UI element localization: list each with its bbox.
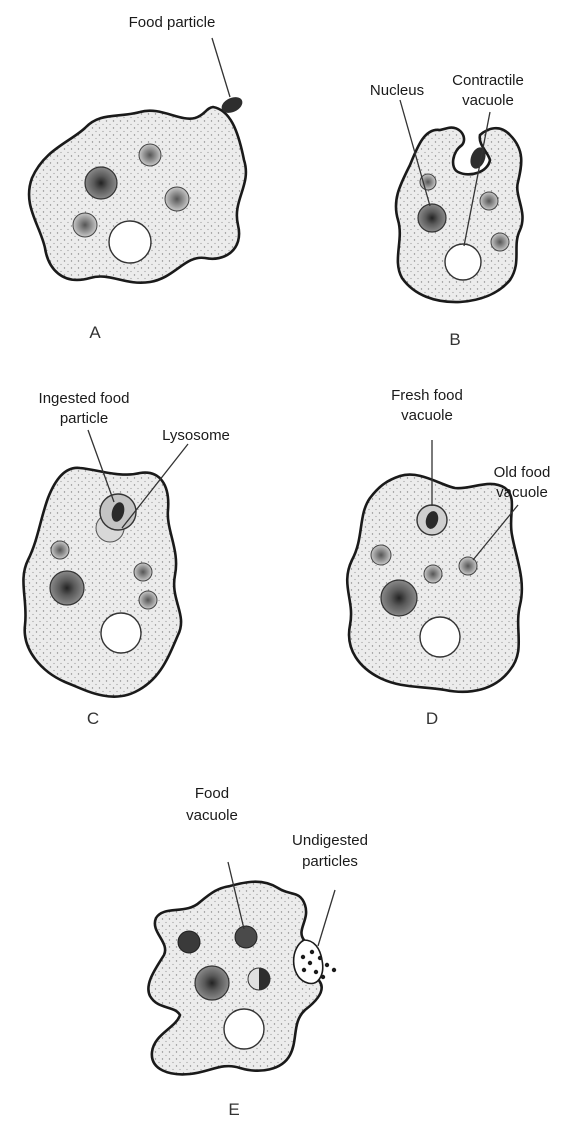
label-lysosome: Lysosome bbox=[162, 427, 230, 444]
label-contractile-line2: vacuole bbox=[462, 92, 514, 109]
nucleus-b bbox=[418, 204, 446, 232]
contractile-vacuole-e bbox=[224, 1009, 264, 1049]
food-vacuole-a1 bbox=[139, 144, 161, 166]
panel-letter-c: C bbox=[87, 709, 99, 728]
food-vacuole-c3 bbox=[139, 591, 157, 609]
label-contractile-line1: Contractile bbox=[452, 72, 524, 89]
food-vacuole-b2 bbox=[480, 192, 498, 210]
label-undigested-line2: particles bbox=[302, 853, 358, 870]
food-vacuole-d2 bbox=[424, 565, 442, 583]
label-old-line2: vacuole bbox=[496, 484, 548, 501]
undigested-particle bbox=[302, 968, 306, 972]
old-food-vacuole bbox=[459, 557, 477, 575]
food-vacuole-d1 bbox=[371, 545, 391, 565]
panel-b: Nucleus Contractile vacuole B bbox=[370, 72, 524, 349]
undigested-particle bbox=[318, 956, 322, 960]
nucleus-e bbox=[195, 966, 229, 1000]
nucleus-c bbox=[50, 571, 84, 605]
contractile-vacuole-c bbox=[101, 613, 141, 653]
nucleus-a bbox=[85, 167, 117, 199]
panel-c: Ingested food particle Lysosome C bbox=[23, 390, 229, 728]
undigested-particle bbox=[314, 970, 318, 974]
label-food-vacuole-line1: Food bbox=[195, 785, 229, 802]
label-fresh-line1: Fresh food bbox=[391, 387, 463, 404]
leader-undigested bbox=[318, 890, 335, 946]
label-old-line1: Old food bbox=[494, 464, 551, 481]
panel-letter-e: E bbox=[228, 1100, 239, 1119]
panel-e: Food vacuole Undigested particles E bbox=[148, 785, 368, 1119]
contractile-vacuole-d bbox=[420, 617, 460, 657]
panel-letter-d: D bbox=[426, 709, 438, 728]
food-vacuole-b1 bbox=[420, 174, 436, 190]
undigested-particle bbox=[332, 968, 336, 972]
food-vacuole-c2 bbox=[134, 563, 152, 581]
undigested-particle bbox=[321, 975, 325, 979]
label-nucleus: Nucleus bbox=[370, 82, 424, 99]
panel-letter-a: A bbox=[89, 323, 101, 342]
undigested-particle bbox=[308, 961, 312, 965]
undigested-particle bbox=[310, 950, 314, 954]
panel-letter-b: B bbox=[449, 330, 460, 349]
label-food-vacuole-line2: vacuole bbox=[186, 807, 238, 824]
label-ingested-line1: Ingested food bbox=[39, 390, 130, 407]
food-vacuole-c1 bbox=[51, 541, 69, 559]
leader-food-particle bbox=[212, 38, 230, 97]
food-vacuole-a3 bbox=[73, 213, 97, 237]
food-vacuole-b3 bbox=[491, 233, 509, 251]
undigested-pouch bbox=[294, 940, 323, 983]
undigested-particle bbox=[301, 955, 305, 959]
nucleus-d bbox=[381, 580, 417, 616]
undigested-particle bbox=[325, 963, 329, 967]
label-undigested-line1: Undigested bbox=[292, 832, 368, 849]
contractile-vacuole-b bbox=[445, 244, 481, 280]
contractile-vacuole-a bbox=[109, 221, 151, 263]
label-food-particle: Food particle bbox=[129, 14, 216, 31]
panel-a: Food particle A bbox=[29, 14, 246, 342]
label-fresh-line2: vacuole bbox=[401, 407, 453, 424]
food-vacuole-e2 bbox=[235, 926, 257, 948]
panel-d: Fresh food vacuole Old food vacuole D bbox=[347, 387, 550, 728]
food-vacuole-e1 bbox=[178, 931, 200, 953]
label-ingested-line2: particle bbox=[60, 410, 108, 427]
food-vacuole-a2 bbox=[165, 187, 189, 211]
